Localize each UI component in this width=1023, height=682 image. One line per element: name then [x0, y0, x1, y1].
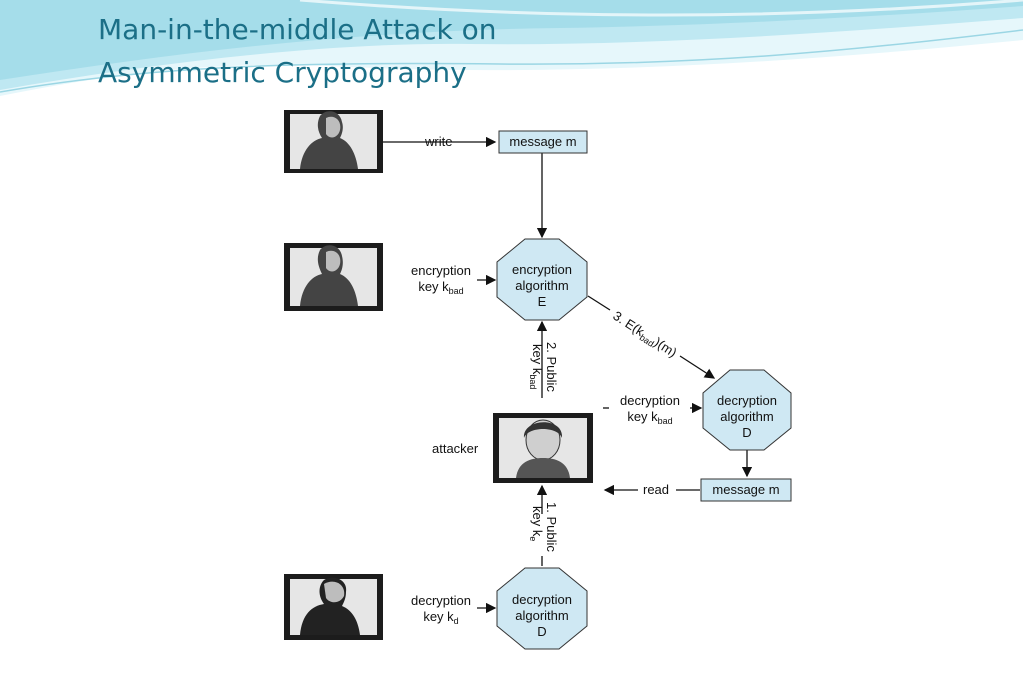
- write-label: write: [424, 134, 452, 149]
- step-1-line-1: 1. Public: [544, 502, 559, 552]
- decryption-algorithm-right-node: [702, 369, 792, 451]
- slide-title: Man-in-the-middle Attack on Asymmetric C…: [98, 8, 698, 94]
- decrypt-bottom-line-2: algorithm: [515, 608, 568, 623]
- sender-portrait-icon: [284, 110, 383, 173]
- decryption-algorithm-bottom-node: [496, 567, 588, 650]
- step-1-line-2: key ke: [528, 506, 545, 541]
- message-top-text: message m: [509, 134, 576, 149]
- decrypt-right-line-3: D: [742, 425, 751, 440]
- receiver-portrait-icon: [284, 574, 383, 640]
- decrypt-right-line-1: decryption: [717, 393, 777, 408]
- step-2-line-1: 2. Public: [544, 342, 559, 392]
- message-bottom-text: message m: [712, 482, 779, 497]
- decrypt-bottom-line-1: decryption: [512, 592, 572, 607]
- title-line-1: Man-in-the-middle Attack on: [98, 13, 497, 46]
- decryption-bad-key: key kbad: [627, 409, 672, 426]
- encryption-key-label: encryption: [411, 263, 471, 278]
- attacker-label: attacker: [432, 441, 479, 456]
- attacker-portrait-icon: [493, 413, 593, 483]
- decryption-bad-label: decryption: [620, 393, 680, 408]
- read-label: read: [643, 482, 669, 497]
- decryption-d-label: decryption: [411, 593, 471, 608]
- header-wave: [0, 0, 1023, 96]
- sender-portrait-2-icon: [284, 243, 383, 311]
- encrypt-algo-line-2: algorithm: [515, 278, 568, 293]
- step-2-line-2: key kbad: [528, 344, 545, 389]
- message-box-bottom: [700, 478, 792, 502]
- encryption-algorithm-node: [496, 238, 588, 321]
- decryption-d-key: key kd: [423, 609, 458, 626]
- title-line-2: Asymmetric Cryptography: [98, 56, 467, 89]
- message-box-top: [498, 130, 588, 154]
- encrypt-algo-line-3: E: [538, 294, 547, 309]
- decrypt-bottom-line-3: D: [537, 624, 546, 639]
- decrypt-right-line-2: algorithm: [720, 409, 773, 424]
- encrypt-algo-line-1: encryption: [512, 262, 572, 277]
- encryption-key-key: key kbad: [418, 279, 463, 296]
